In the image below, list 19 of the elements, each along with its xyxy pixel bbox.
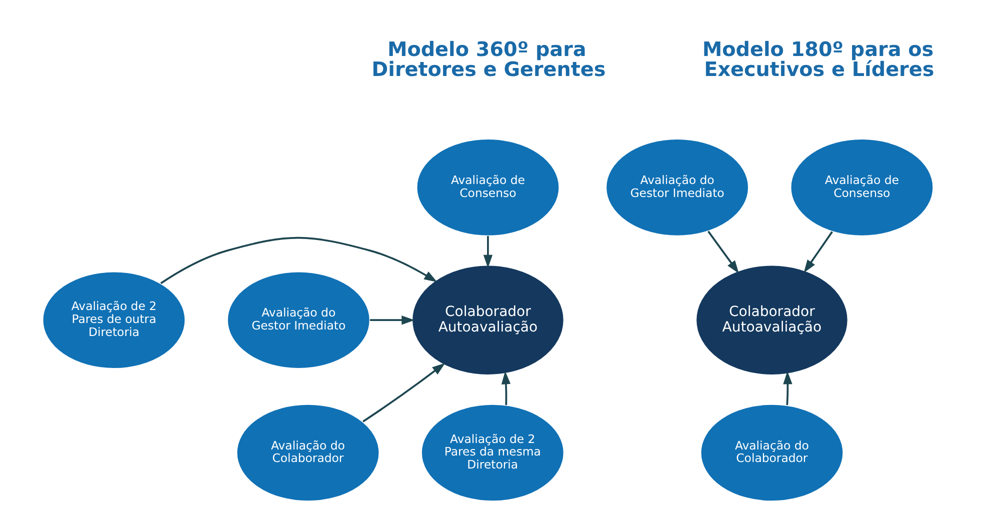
node-ellipse: Avaliação de 2 Pares da mesma Diretoria [420, 404, 564, 502]
node-ellipse: Avaliação de Consenso [790, 138, 934, 237]
arrow [483, 236, 493, 268]
node-ellipse: Avaliação de Consenso [416, 138, 560, 237]
label: Modelo 360º para Diretores e Gerentes [372, 38, 606, 81]
arrow [804, 231, 833, 273]
node-ellipse: Avaliação de 2 Pares de outra Diretoria [42, 271, 186, 370]
arrow [783, 371, 792, 406]
arrow [160, 236, 438, 284]
node-ellipse: Avaliação do Colaborador [700, 404, 844, 502]
arrow [501, 371, 511, 406]
node-ellipse: Avaliação do Gestor Imediato [605, 138, 750, 237]
arrow [362, 362, 446, 422]
label: Modelo 180º para os Executivos e Líderes [702, 38, 934, 81]
node-ellipse: Avaliação do Gestor Imediato [226, 271, 370, 370]
node-ellipse: Avaliação do Colaborador [236, 404, 380, 502]
arrow [708, 230, 739, 274]
arrow [370, 316, 415, 325]
node-ellipse: Colaborador Autoavaliação [695, 264, 848, 376]
